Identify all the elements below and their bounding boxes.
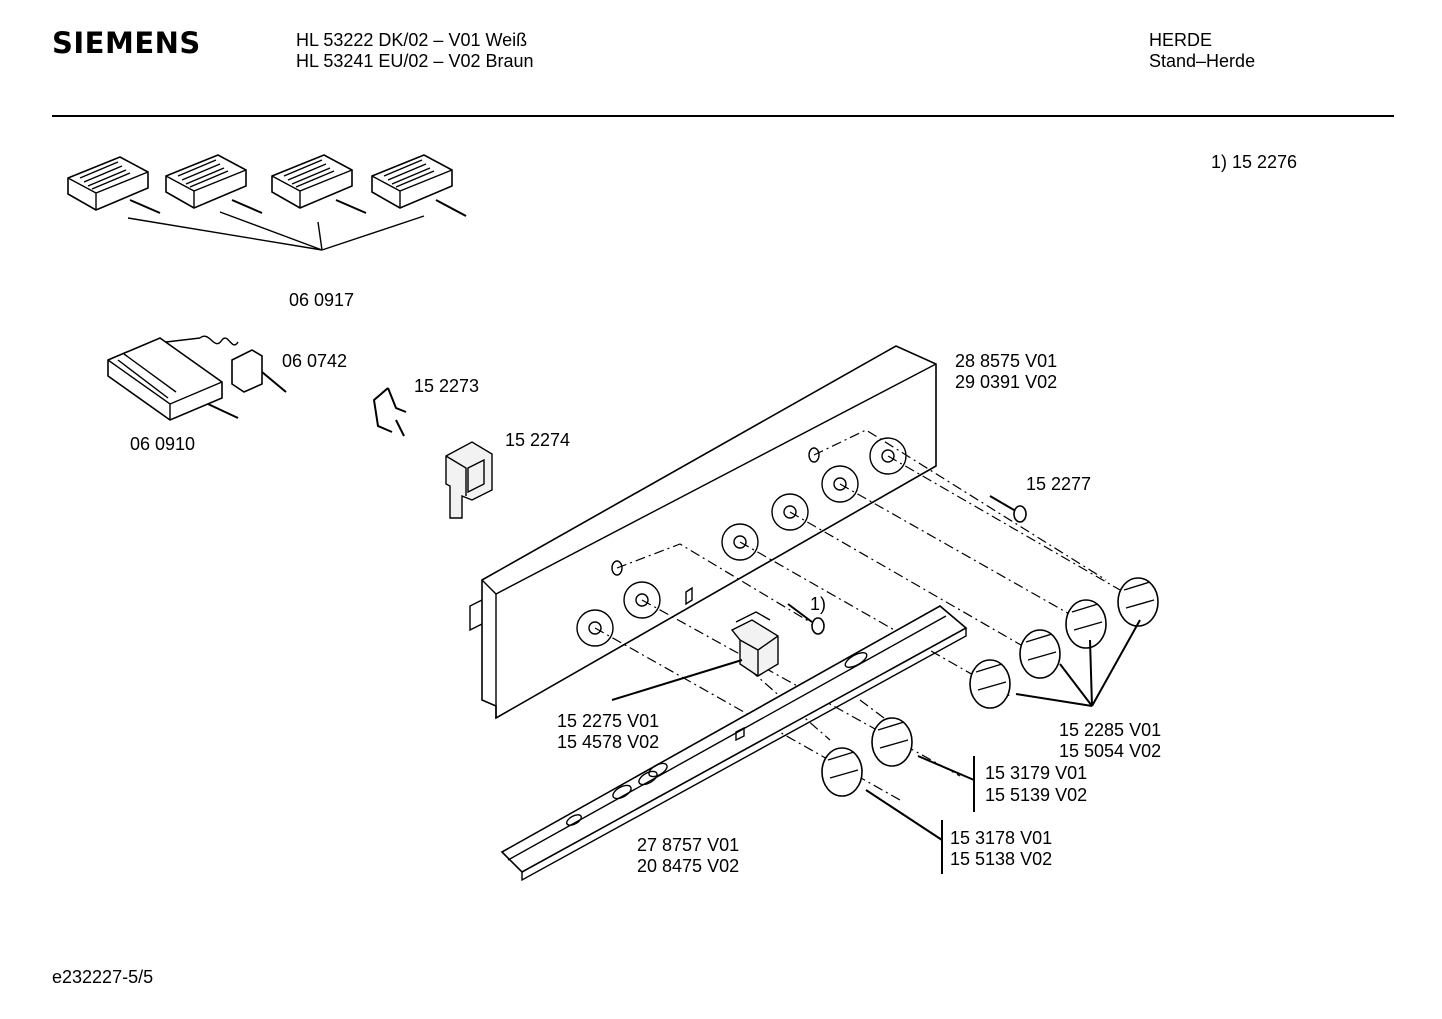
label-rail-v01: 27 8757 V01 bbox=[637, 835, 740, 855]
control-panel bbox=[469, 345, 937, 720]
switch-unit-3 bbox=[271, 154, 367, 214]
label-rail-v02: 20 8475 V02 bbox=[637, 856, 740, 876]
label-knobB-v02: 15 5138 V02 bbox=[950, 849, 1053, 869]
label-knob4-v01: 15 2285 V01 bbox=[1059, 720, 1162, 740]
switch-units bbox=[67, 154, 467, 251]
knobs bbox=[821, 577, 1159, 797]
label-bracket: 15 2274 bbox=[505, 430, 571, 450]
drawing-id: e232227-5/5 bbox=[52, 967, 154, 987]
switch-unit-4 bbox=[371, 154, 467, 217]
knob-5 bbox=[871, 717, 913, 767]
leader-lines bbox=[611, 619, 1141, 874]
switch-unit-2 bbox=[165, 154, 263, 214]
label-knob4-v02: 15 5054 V02 bbox=[1059, 741, 1162, 761]
brand-logo: SIEMENS bbox=[52, 26, 201, 60]
knob-4 bbox=[1117, 577, 1159, 627]
model-line-1: HL 53222 DK/02 – V01 Weiß bbox=[296, 30, 528, 50]
label-panel-v02: 29 0391 V02 bbox=[955, 372, 1058, 392]
switch-unit-1 bbox=[67, 156, 161, 214]
label-button-v02: 15 4578 V02 bbox=[557, 732, 660, 752]
screw-1 bbox=[787, 603, 825, 635]
label-screw: 15 2277 bbox=[1026, 474, 1092, 494]
label-knobA-v02: 15 5139 V02 bbox=[985, 785, 1088, 805]
label-switches: 06 0917 bbox=[289, 290, 355, 310]
knob-3 bbox=[1065, 599, 1107, 649]
model-line-2: HL 53241 EU/02 – V02 Braun bbox=[296, 51, 534, 71]
knob-2 bbox=[1019, 629, 1061, 679]
screw-2 bbox=[989, 495, 1027, 523]
label-footnote-marker: 1) bbox=[810, 594, 827, 614]
label-button-v01: 15 2275 V01 bbox=[557, 711, 660, 731]
label-knobB-v01: 15 3178 V01 bbox=[950, 828, 1053, 848]
header-divider bbox=[52, 115, 1394, 117]
knob-6 bbox=[821, 747, 863, 797]
knob-1 bbox=[969, 659, 1011, 709]
thermostat-assembly bbox=[107, 335, 287, 421]
label-thermostat: 06 0910 bbox=[130, 434, 196, 454]
footnote-text: 1) 15 2276 bbox=[1211, 152, 1298, 172]
label-panel-v01: 28 8575 V01 bbox=[955, 351, 1058, 371]
category-title: HERDE bbox=[1149, 30, 1213, 50]
spring-clip bbox=[372, 387, 407, 437]
label-spring-clip: 15 2273 bbox=[414, 376, 480, 396]
trim-rail bbox=[500, 605, 968, 882]
label-thermostat-knob: 06 0742 bbox=[282, 351, 348, 371]
bracket-part bbox=[445, 441, 493, 519]
push-button bbox=[730, 611, 779, 677]
category-subtitle: Stand–Herde bbox=[1149, 51, 1256, 71]
label-knobA-v01: 15 3179 V01 bbox=[985, 763, 1088, 783]
